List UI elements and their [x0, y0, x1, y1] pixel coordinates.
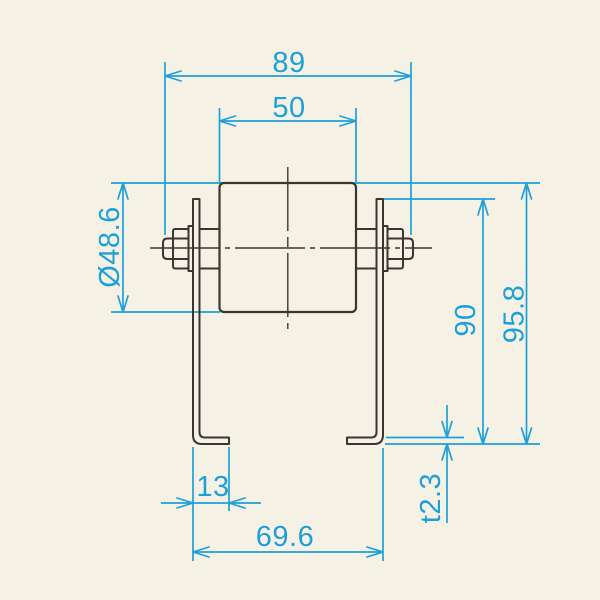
dim-label-roller-width: 50 [272, 92, 305, 124]
bolt-end-right [403, 237, 414, 260]
arrowhead [218, 115, 237, 127]
arrowhead [117, 295, 129, 313]
dim-label-plate-thickness: t2.3 [415, 473, 447, 523]
nut-left-flats [173, 237, 189, 260]
dim-label-overall-height: 95.8 [499, 285, 531, 343]
arrowhead [339, 115, 357, 127]
arrowhead [477, 198, 489, 216]
arrowhead [176, 497, 194, 509]
arrowhead [477, 427, 489, 445]
arrowhead [164, 70, 182, 82]
dimension-annotations: 89 50 Ø48.6 90 95.8 13 t2.3 69.6 [94, 47, 540, 561]
nut-right-flats [387, 237, 403, 260]
nut-right [386, 228, 404, 270]
dim-label-bracket-height: 90 [450, 303, 482, 336]
arrowhead [441, 443, 453, 461]
arrowhead [441, 420, 453, 439]
arrowhead [366, 546, 384, 558]
arrowhead [520, 427, 533, 445]
arrowhead [192, 546, 210, 558]
arrowhead [394, 70, 412, 82]
hub-left [198, 228, 221, 270]
dim-label-feet-width: 69.6 [256, 521, 314, 553]
axle-assembly-right [355, 225, 414, 272]
hub-right [355, 228, 378, 270]
dim-label-overall-width: 89 [272, 47, 305, 79]
arrowhead [228, 497, 246, 509]
axle-assembly-left [162, 225, 221, 272]
dim-label-roller-diameter: Ø48.6 [94, 206, 126, 288]
roller-bracket-assembly [150, 167, 432, 445]
arrowhead [520, 182, 533, 200]
arrowhead [117, 182, 129, 200]
left-support-bracket [192, 198, 230, 445]
right-support-bracket [346, 198, 384, 445]
bolt-end-left [162, 237, 173, 260]
dim-label-foot-length: 13 [196, 471, 229, 503]
nut-left [172, 228, 190, 270]
